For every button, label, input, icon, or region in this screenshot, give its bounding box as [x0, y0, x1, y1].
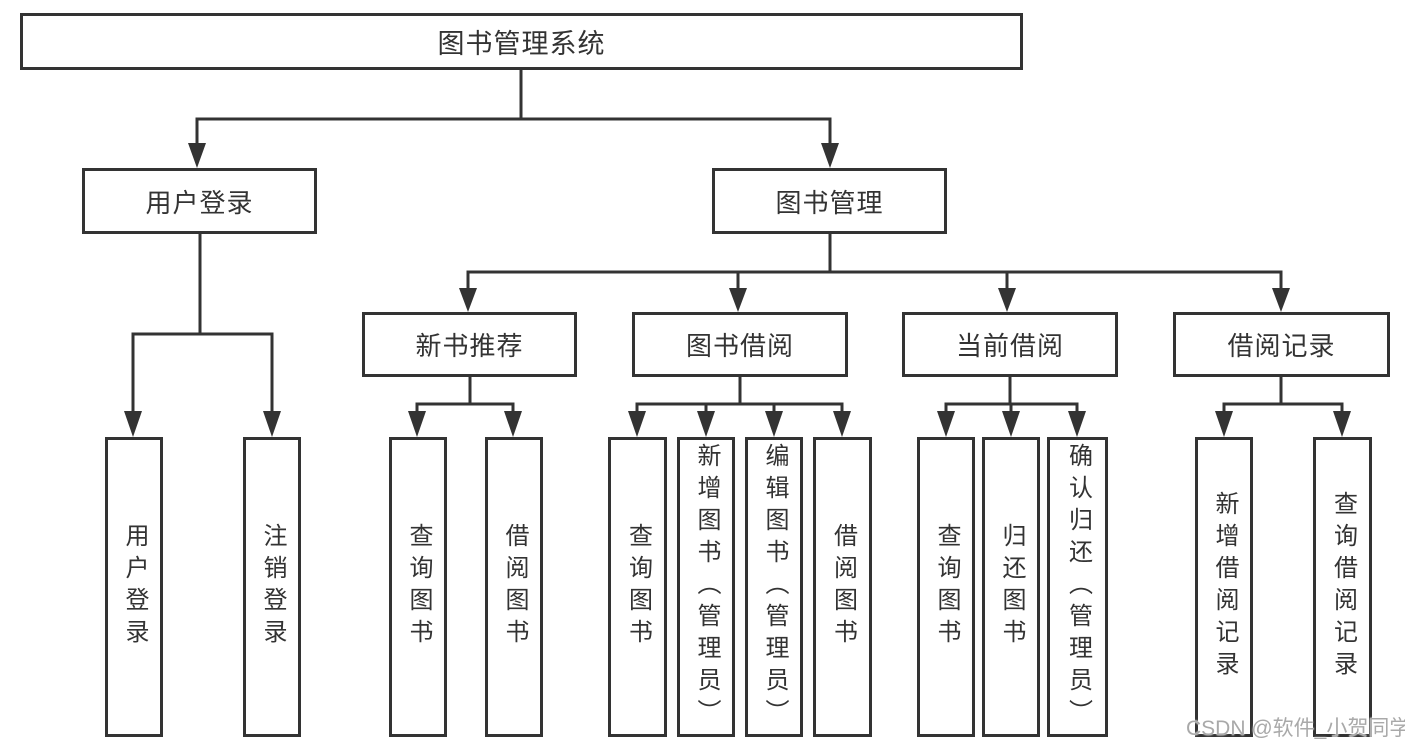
leaf-add-books-admin: 新增图书（管理员）: [677, 437, 735, 737]
leaf-query-borrow-record-label: 查询借阅记录: [1329, 491, 1357, 683]
leaf-return-books-label: 归还图书: [998, 523, 1025, 651]
leaf-add-books-admin-label: 新增图书（管理员）: [693, 443, 720, 731]
leaf-logout: 注销登录: [243, 437, 301, 737]
node-book-management: 图书管理: [712, 168, 947, 234]
node-book-management-label: 图书管理: [775, 187, 884, 218]
leaf-add-borrow-record-label: 新增借阅记录: [1211, 491, 1238, 683]
leaf-query-books-recommend-label: 查询图书: [405, 523, 432, 651]
leaf-confirm-return-admin: 确认归还（管理员）: [1047, 437, 1108, 737]
leaf-borrow-books: 借阅图书: [813, 437, 872, 737]
node-root-label: 图书管理系统: [437, 29, 606, 59]
node-book-borrow: 图书借阅: [632, 312, 848, 377]
node-current-borrow-label: 当前借阅: [955, 331, 1064, 361]
leaf-borrow-books-recommend: 借阅图书: [485, 437, 543, 737]
leaf-query-books-current-label: 查询图书: [933, 523, 960, 651]
watermark: CSDN @软件_小贺同学: [1186, 717, 1405, 740]
leaf-user-login-label: 用户登录: [121, 523, 148, 651]
leaf-query-books-borrow-label: 查询图书: [624, 523, 652, 651]
node-root: 图书管理系统: [20, 13, 1023, 70]
node-book-borrow-label: 图书借阅: [685, 331, 794, 361]
node-user-login: 用户登录: [82, 168, 317, 234]
node-new-book-recommend: 新书推荐: [362, 312, 577, 377]
leaf-user-login: 用户登录: [105, 437, 163, 737]
leaf-query-books-borrow: 查询图书: [608, 437, 667, 737]
leaf-borrow-books-label: 借阅图书: [829, 523, 857, 651]
leaf-query-books-recommend: 查询图书: [389, 437, 447, 737]
node-borrow-records: 借阅记录: [1173, 312, 1390, 377]
leaf-confirm-return-admin-label: 确认归还（管理员）: [1064, 443, 1092, 731]
node-new-book-recommend-label: 新书推荐: [415, 331, 524, 361]
leaf-borrow-books-recommend-label: 借阅图书: [501, 523, 528, 651]
leaf-query-borrow-record: 查询借阅记录: [1313, 437, 1372, 737]
node-current-borrow: 当前借阅: [902, 312, 1118, 377]
node-borrow-records-label: 借阅记录: [1227, 331, 1336, 361]
leaf-return-books: 归还图书: [982, 437, 1040, 737]
node-user-login-label: 用户登录: [145, 187, 254, 218]
leaf-query-books-current: 查询图书: [917, 437, 975, 737]
leaf-add-borrow-record: 新增借阅记录: [1195, 437, 1253, 737]
leaf-edit-books-admin-label: 编辑图书（管理员）: [761, 443, 788, 731]
leaf-logout-label: 注销登录: [259, 523, 286, 651]
leaf-edit-books-admin: 编辑图书（管理员）: [745, 437, 803, 737]
